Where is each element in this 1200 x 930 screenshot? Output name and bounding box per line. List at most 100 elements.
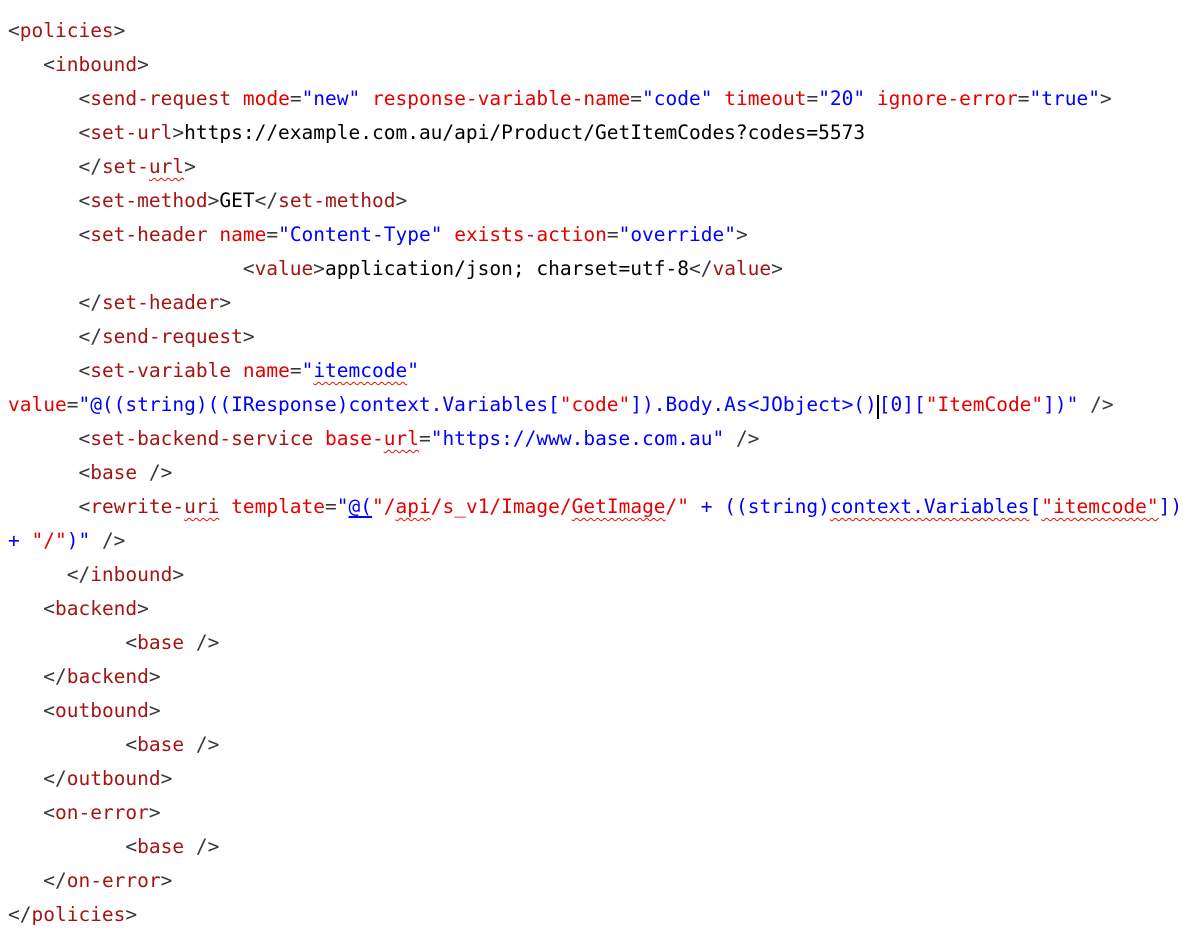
code-token: set-variable — [90, 359, 232, 382]
code-token: + ((string) — [689, 495, 830, 518]
code-token — [8, 733, 125, 756]
code-token: </ — [78, 325, 102, 348]
code-token: ]).Body.As<JObject>() — [630, 393, 877, 416]
code-token — [8, 359, 78, 382]
code-token: "ItemCode" — [925, 393, 1044, 416]
code-token: send-request — [90, 87, 232, 110]
code-token: base — [137, 835, 185, 858]
code-token — [8, 631, 125, 654]
code-line: <set-backend-service base-url="https://w… — [8, 422, 1200, 456]
code-token: )" — [66, 529, 91, 552]
code-token: < — [78, 427, 91, 450]
code-token: < — [78, 495, 91, 518]
code-token: = — [266, 223, 279, 246]
code-line: <set-method>GET</set-method> — [8, 184, 1200, 218]
code-token — [8, 325, 78, 348]
code-token: set-header — [90, 223, 208, 246]
code-token: = — [418, 427, 431, 450]
code-token: > — [242, 325, 255, 348]
code-token: policies — [19, 19, 114, 42]
code-token: > — [160, 869, 173, 892]
code-token: > — [172, 563, 185, 586]
code-token: template — [231, 495, 326, 518]
code-line: </on-error> — [8, 864, 1200, 898]
code-line: </set-header> — [8, 286, 1200, 320]
code-token: GET — [219, 189, 255, 212]
code-token — [8, 665, 43, 688]
code-token: < — [43, 597, 55, 620]
code-token: "new" — [301, 87, 361, 110]
code-token: backend — [66, 665, 149, 688]
code-token: < — [125, 835, 138, 858]
code-token: set-backend-service — [90, 427, 314, 450]
code-token — [865, 87, 877, 110]
code-token: "https://www.base.com.au" — [430, 427, 725, 450]
code-token: " — [336, 495, 349, 518]
code-token: outbound — [54, 699, 149, 722]
code-token: = — [806, 87, 819, 110]
code-token: inbound — [54, 53, 138, 76]
code-line: </set-url> — [8, 150, 1200, 184]
code-token: rewrite- — [90, 495, 185, 518]
code-token — [313, 427, 325, 450]
code-token: [ — [1029, 495, 1042, 518]
code-token: "override" — [618, 223, 736, 246]
code-token: > — [395, 189, 408, 212]
code-line: <base /> — [8, 830, 1200, 864]
code-token: "Content-Type" — [278, 223, 443, 246]
code-token: > — [113, 19, 126, 42]
code-token — [8, 767, 43, 790]
code-token: value — [254, 257, 314, 280]
code-token — [8, 291, 78, 314]
code-token: = — [289, 359, 302, 382]
code-token: base — [90, 461, 138, 484]
code-token — [8, 87, 78, 110]
code-token: < — [78, 359, 91, 382]
code-token: inbound — [90, 563, 173, 586]
code-token: > — [1100, 87, 1112, 110]
code-token: "true" — [1029, 87, 1100, 110]
code-token: " — [407, 359, 419, 382]
code-line: <set-variable name="itemcode" — [8, 354, 1200, 388]
code-token: > — [148, 665, 161, 688]
code-token: </ — [43, 767, 67, 790]
spellcheck-underlined-token: "itemcode" — [1041, 495, 1159, 518]
code-token: > — [207, 189, 220, 212]
code-token: " — [301, 359, 314, 382]
spellcheck-underlined-token: GetImage — [571, 495, 666, 518]
code-line: <set-header name="Content-Type" exists-a… — [8, 218, 1200, 252]
code-token: ]) — [1158, 495, 1183, 518]
code-token: > — [148, 801, 161, 824]
code-token: > — [313, 257, 326, 280]
code-token — [8, 257, 243, 280]
code-token: > — [148, 699, 161, 722]
code-token: set-header — [101, 291, 220, 314]
code-token: < — [78, 461, 91, 484]
code-token: /> — [1078, 393, 1114, 416]
code-token — [8, 835, 125, 858]
code-token: > — [137, 53, 149, 76]
code-token: "code" — [559, 393, 631, 416]
code-token: value — [8, 393, 67, 416]
code-token: > — [172, 121, 185, 144]
code-token — [360, 87, 372, 110]
code-line: </send-request> — [8, 320, 1200, 354]
code-line: <rewrite-uri template="@("/api/s_v1/Imag… — [8, 490, 1200, 524]
code-token: name — [219, 223, 267, 246]
code-token: value — [712, 257, 772, 280]
code-token: < — [125, 733, 138, 756]
code-line: </inbound> — [8, 558, 1200, 592]
code-token — [8, 869, 43, 892]
code-token — [8, 495, 78, 518]
spellcheck-underlined-token: url — [148, 155, 185, 178]
code-token — [442, 223, 454, 246]
code-token: < — [43, 699, 55, 722]
code-token: exists-action — [454, 223, 607, 246]
code-token — [8, 427, 78, 450]
code-token: < — [125, 631, 138, 654]
code-token: /s_v1/Image/ — [430, 495, 572, 518]
code-token: < — [242, 257, 255, 280]
code-token: "/ — [372, 495, 396, 518]
